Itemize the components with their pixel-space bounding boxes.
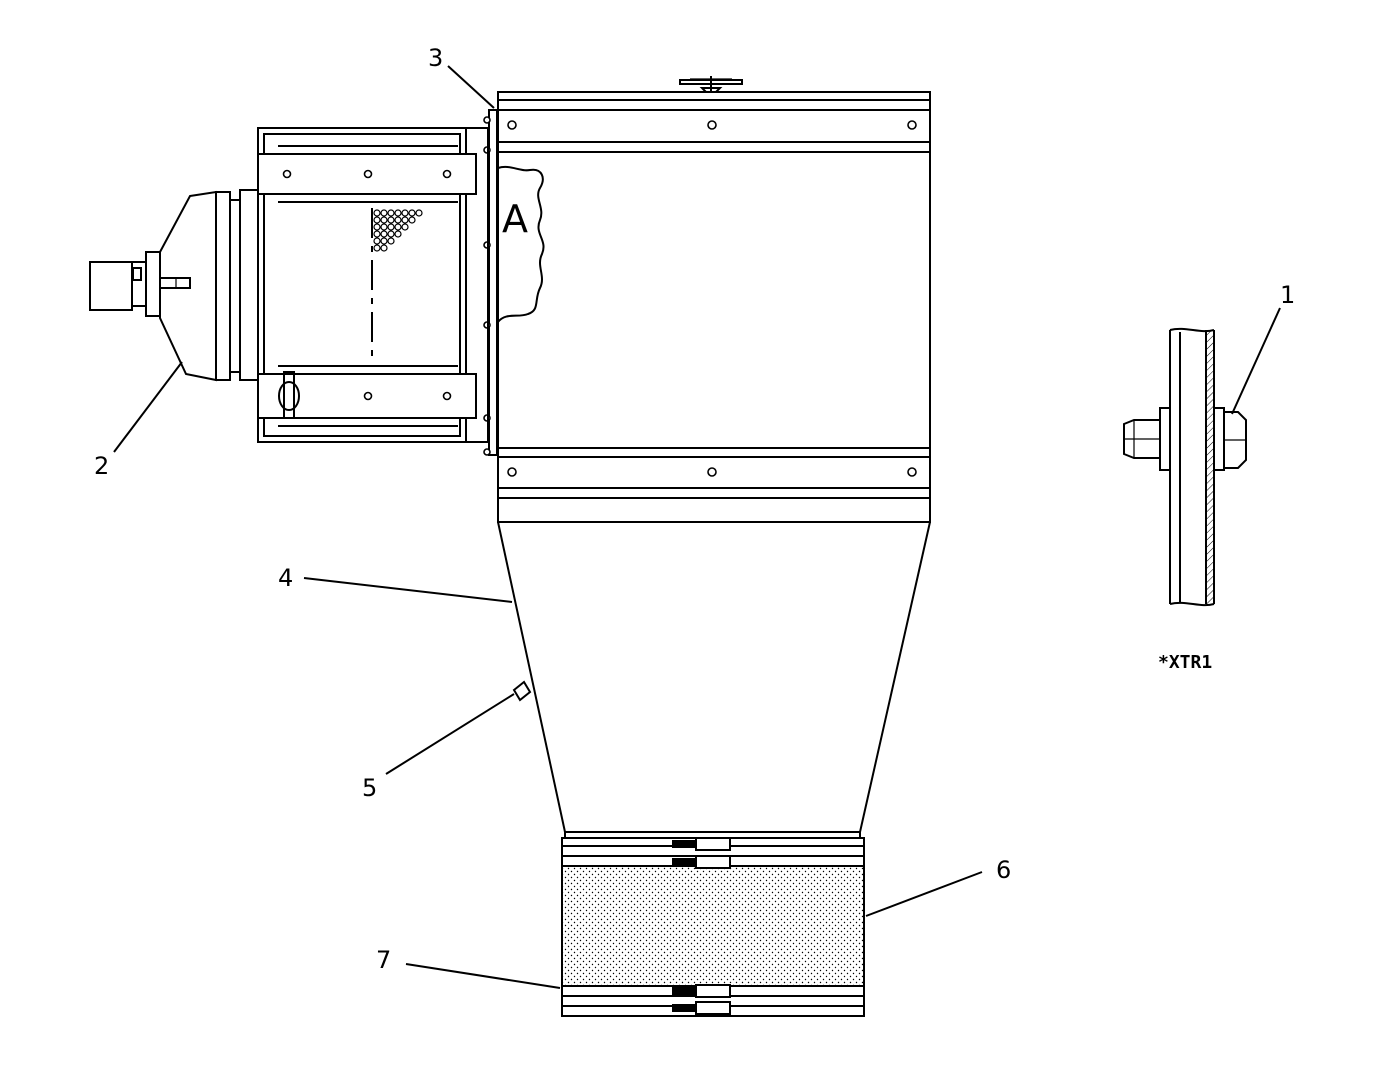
- callout-2: 2: [94, 452, 109, 480]
- leader-lines: [113, 65, 1281, 989]
- transition-cone: [497, 521, 931, 839]
- bolt-detail-view: [1123, 327, 1247, 607]
- callout-7: 7: [376, 946, 391, 974]
- cutaway-region-a: A: [497, 165, 545, 323]
- top-handle: [679, 76, 743, 93]
- region-label-a: A: [502, 197, 528, 241]
- callout-6: 6: [996, 856, 1011, 884]
- callout-5: 5: [362, 774, 377, 802]
- blower-box: [257, 127, 477, 443]
- motor-assembly: [89, 189, 259, 382]
- hose-clamps: [672, 837, 731, 1015]
- callout-4: 4: [278, 564, 293, 592]
- callout-1: 1: [1280, 281, 1295, 309]
- callout-3: 3: [428, 44, 443, 72]
- perforation-pattern: [373, 209, 423, 252]
- main-housing: [497, 91, 931, 523]
- reference-code: *XTR1: [1158, 652, 1212, 673]
